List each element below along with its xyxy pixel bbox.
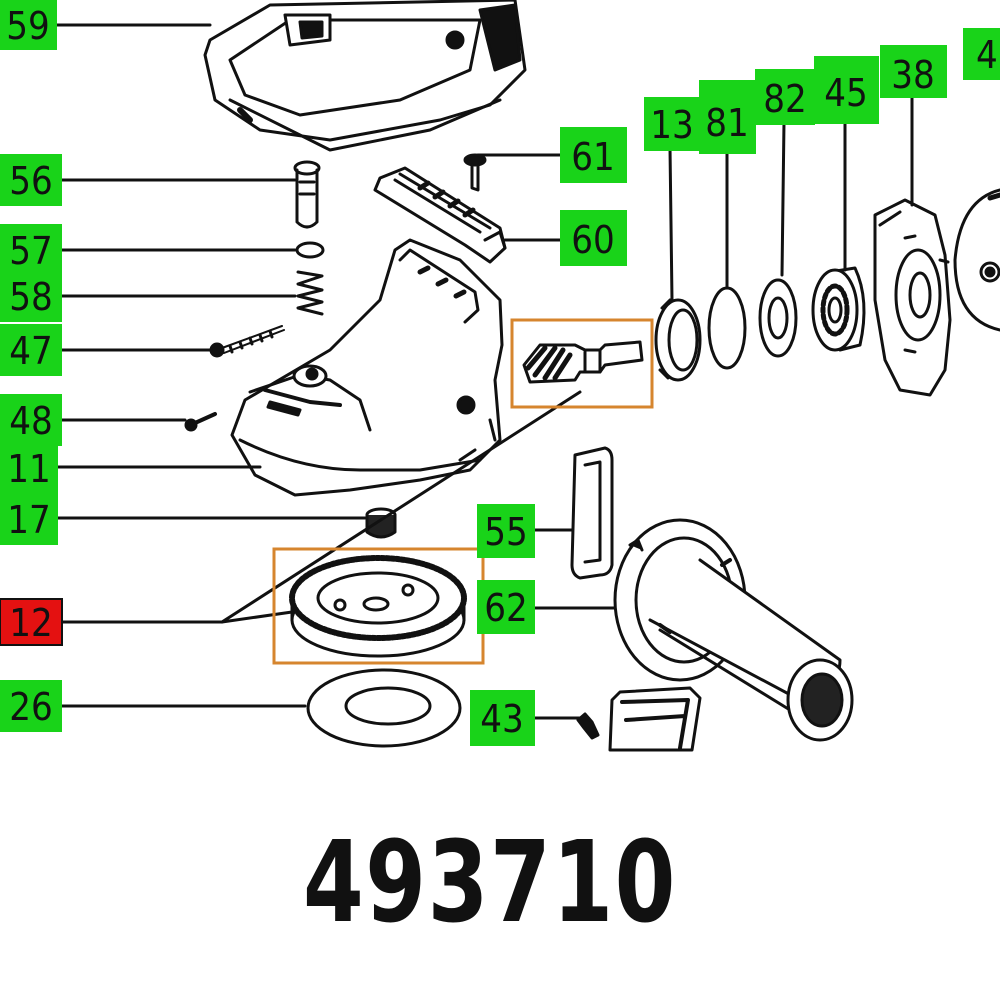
svg-text:58: 58	[9, 275, 53, 319]
part-48-small-screw-drawing	[184, 412, 217, 432]
callout-13: 13	[644, 97, 701, 151]
part-62-side-handle-drawing	[613, 518, 854, 742]
part-17-cap-drawing	[365, 507, 397, 539]
part-58-spring-drawing	[296, 270, 324, 316]
callout-labels: 59 56 57 58 47 48 11 17 12 26 61 60 13 8…	[0, 0, 1000, 746]
callout-58: 58	[0, 270, 62, 322]
part-43-clamp-drawing	[608, 686, 702, 752]
svg-text:43: 43	[480, 697, 524, 741]
svg-text:62: 62	[484, 586, 528, 630]
callout-43: 43	[470, 690, 535, 746]
part-11-housing-drawing	[230, 238, 504, 497]
svg-text:12: 12	[9, 601, 53, 645]
leader-lines	[53, 23, 914, 720]
svg-text:45: 45	[824, 71, 868, 115]
svg-text:57: 57	[9, 229, 53, 273]
pinion-shaft-drawing	[522, 340, 644, 384]
part-47-long-screw-drawing	[209, 325, 285, 358]
callout-45: 45	[814, 56, 879, 124]
svg-text:81: 81	[705, 101, 749, 145]
callout-12: 12	[0, 598, 63, 646]
svg-text:55: 55	[484, 510, 528, 554]
callout-81: 81	[699, 80, 756, 154]
part-60-slider-drawing	[373, 166, 507, 264]
part-43-screw-drawing	[576, 712, 600, 740]
callout-56: 56	[0, 154, 62, 206]
part-55-handle-cap-drawing	[570, 446, 614, 580]
callout-11: 11	[0, 442, 58, 494]
focus-box-pinion	[510, 318, 654, 409]
svg-text:11: 11	[7, 447, 51, 491]
part-81-oring-drawing	[707, 286, 747, 370]
svg-text:59: 59	[6, 4, 50, 48]
part-26-washer-drawing	[306, 668, 462, 748]
callout-26: 26	[0, 680, 62, 732]
part-45-bearing-drawing	[811, 266, 866, 352]
svg-text:4: 4	[976, 33, 998, 77]
svg-text:48: 48	[9, 399, 53, 443]
svg-text:82: 82	[763, 77, 807, 121]
part-57-washer-drawing	[295, 241, 325, 259]
part-59-cover-drawing	[203, 0, 527, 152]
part-13-seal-drawing	[654, 298, 702, 382]
callout-38: 38	[880, 45, 947, 98]
part-4-flange-drawing	[953, 188, 1000, 332]
callout-61: 61	[560, 127, 627, 183]
callout-82: 82	[755, 69, 815, 125]
part-38-flange-drawing	[873, 198, 952, 397]
callout-60: 60	[560, 210, 627, 266]
part-82-ring-drawing	[758, 278, 798, 358]
svg-text:26: 26	[9, 685, 53, 729]
part-number: 493710	[302, 818, 678, 948]
callout-59: 59	[0, 0, 57, 50]
svg-text:47: 47	[9, 329, 53, 373]
svg-text:38: 38	[891, 53, 935, 97]
part-12-crown-gear-drawing	[289, 555, 467, 658]
callout-62: 62	[477, 580, 535, 634]
svg-text:13: 13	[650, 103, 694, 147]
callout-4: 4	[963, 28, 1000, 80]
callout-48: 48	[0, 394, 62, 446]
callout-57: 57	[0, 224, 62, 276]
svg-text:60: 60	[571, 218, 615, 262]
svg-text:17: 17	[7, 498, 51, 542]
svg-text:56: 56	[9, 159, 53, 203]
svg-text:61: 61	[571, 135, 615, 179]
part-61-screw-drawing	[463, 153, 487, 192]
callout-47: 47	[0, 324, 62, 376]
callout-55: 55	[477, 504, 535, 558]
part-56-screw-drawing	[293, 160, 321, 229]
callout-17: 17	[0, 493, 58, 545]
